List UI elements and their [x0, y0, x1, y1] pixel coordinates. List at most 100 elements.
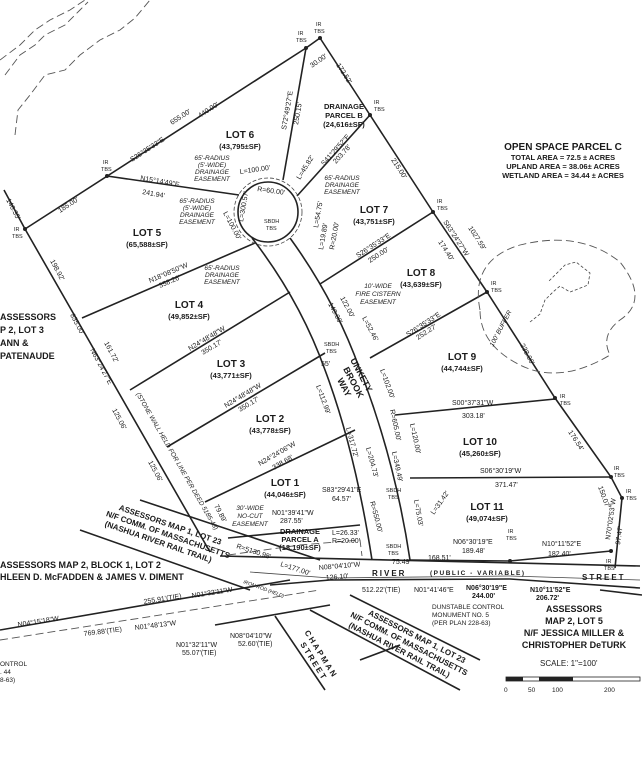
svg-text:S00°37'31"W: S00°37'31"W: [452, 399, 494, 407]
svg-text:200: 200: [604, 687, 615, 694]
svg-text:L=317.72': L=317.72': [344, 427, 359, 458]
svg-text:SCALE: 1"=100': SCALE: 1"=100': [540, 659, 598, 668]
svg-text:R=60.00': R=60.00': [257, 186, 286, 197]
lot-8: LOT 8(43,639±SF): [400, 268, 442, 289]
svg-text:287.55': 287.55': [280, 518, 303, 525]
svg-text:DRAINAGE: DRAINAGE: [180, 212, 215, 219]
svg-text:LOT 9: LOT 9: [448, 352, 477, 363]
svg-text:172.52': 172.52': [334, 62, 352, 85]
svg-text:L=19.89': L=19.89': [318, 223, 330, 251]
svg-text:1027.59': 1027.59': [466, 225, 486, 251]
svg-text:N01°32'11"W: N01°32'11"W: [191, 586, 233, 600]
svg-text:RIVER: RIVER: [372, 569, 406, 578]
svg-text:LOT 8: LOT 8: [407, 268, 436, 279]
svg-text:65'-RADIUS: 65'-RADIUS: [324, 175, 360, 182]
lot-lines: [3, 37, 623, 569]
svg-text:52.60'(TIE): 52.60'(TIE): [238, 641, 272, 648]
svg-text:L=112.99': L=112.99': [314, 384, 331, 415]
wetland-buffer: [477, 239, 636, 374]
svg-text:HLEEN D. McFADDEN & JAMES V. D: HLEEN D. McFADDEN & JAMES V. DIMENT: [0, 572, 184, 582]
svg-text:303.18': 303.18': [462, 413, 485, 420]
wetland-flags: [529, 261, 591, 323]
svg-text:ASSESSORS MAP 2, BLOCK 1, LOT: ASSESSORS MAP 2, BLOCK 1, LOT 2: [0, 560, 161, 570]
svg-text:S83°29'41"E: S83°29'41"E: [322, 486, 362, 494]
abutter-southwest: ASSESSORS MAP 2, BLOCK 1, LOT 2 HLEEN D. …: [0, 560, 184, 582]
svg-text:TBS: TBS: [12, 234, 23, 240]
svg-text:N01°32'11"W: N01°32'11"W: [176, 641, 218, 649]
svg-text:EASEMENT: EASEMENT: [194, 176, 231, 183]
svg-text:SBDH: SBDH: [386, 488, 401, 494]
svg-text:N08°04'10"W: N08°04'10"W: [230, 632, 272, 640]
svg-text:238.06': 238.06': [518, 343, 535, 366]
svg-text:N10°11'52"E: N10°11'52"E: [530, 586, 571, 594]
svg-text:L=45.82': L=45.82': [296, 155, 316, 181]
svg-text:TBS: TBS: [437, 206, 448, 212]
svg-text:N08°04'10"W: N08°04'10"W: [318, 560, 361, 572]
open-space-parcel-c: OPEN SPACE PARCEL C TOTAL AREA = 72.5 ± …: [502, 142, 624, 180]
lot-5: LOT 5(65,588±SF): [126, 228, 168, 249]
svg-text:140.00': 140.00': [326, 302, 343, 325]
svg-text:DRAINAGE: DRAINAGE: [280, 527, 320, 536]
svg-text:150.07': 150.07': [596, 485, 610, 509]
svg-text:TBS: TBS: [560, 401, 571, 407]
svg-text:TBS: TBS: [388, 551, 399, 557]
svg-text:IR: IR: [14, 227, 20, 233]
svg-text:IR: IR: [508, 529, 514, 535]
svg-text:L=26.33': L=26.33': [332, 530, 359, 537]
svg-text:(43,751±SF): (43,751±SF): [353, 217, 395, 226]
svg-text:(65,588±SF): (65,588±SF): [126, 240, 168, 249]
svg-text:L=300.57': L=300.57': [238, 191, 250, 222]
svg-text:MONUMENT NO. 5: MONUMENT NO. 5: [432, 612, 489, 619]
svg-text:FIRE CISTERN: FIRE CISTERN: [355, 291, 400, 298]
svg-text:. 44: . 44: [0, 669, 11, 676]
svg-text:IR: IR: [437, 199, 443, 205]
svg-text:EASEMENT: EASEMENT: [232, 521, 269, 528]
svg-text:(44,046±SF): (44,046±SF): [264, 490, 306, 499]
svg-text:EASEMENT: EASEMENT: [179, 219, 216, 226]
svg-text:ONTROL: ONTROL: [0, 661, 27, 668]
svg-text:TBS: TBS: [506, 536, 517, 542]
svg-text:TBS: TBS: [101, 167, 112, 173]
svg-text:(24,616±SF): (24,616±SF): [323, 120, 365, 129]
svg-text:S26°35'33"E: S26°35'33"E: [129, 135, 167, 163]
svg-text:L=204.73': L=204.73': [364, 447, 379, 478]
svg-text:244.00': 244.00': [472, 593, 495, 600]
svg-text:MAP 2, LOT 5: MAP 2, LOT 5: [545, 616, 603, 626]
svg-text:TBS: TBS: [326, 349, 337, 355]
svg-text:N04°15'18"W: N04°15'18"W: [17, 614, 60, 628]
svg-text:LOT 2: LOT 2: [256, 414, 285, 425]
iron-rod-markers: [23, 36, 624, 563]
svg-text:371.47': 371.47': [495, 482, 518, 489]
svg-text:182.40': 182.40': [548, 551, 571, 558]
svg-text:(45,260±SF): (45,260±SF): [459, 449, 501, 458]
svg-text:DRAINAGE: DRAINAGE: [324, 102, 364, 111]
svg-text:ASSESSORS: ASSESSORS: [546, 604, 602, 614]
svg-text:(44,744±SF): (44,744±SF): [441, 364, 483, 373]
svg-text:DRAINAGE: DRAINAGE: [205, 272, 240, 279]
lot-3: LOT 3(43,771±SF): [210, 359, 252, 380]
wetland-flag-line: [4, 1, 89, 76]
svg-text:30'-WIDE: 30'-WIDE: [236, 505, 264, 512]
road-west-edge: [251, 237, 373, 561]
svg-text:LOT 1: LOT 1: [271, 478, 300, 489]
svg-text:TBS: TBS: [491, 288, 502, 294]
svg-text:(49,074±SF): (49,074±SF): [466, 514, 508, 523]
svg-text:125.06': 125.06': [146, 460, 163, 483]
svg-text:IR: IR: [614, 466, 620, 472]
svg-text:10'-WIDE: 10'-WIDE: [364, 283, 392, 290]
svg-text:NO-CUT: NO-CUT: [237, 513, 263, 520]
svg-text:30.00': 30.00': [309, 53, 328, 70]
lot-9: LOT 9(44,744±SF): [441, 352, 483, 373]
svg-text:206.72': 206.72': [536, 595, 559, 602]
svg-text:146.35': 146.35': [4, 198, 21, 221]
svg-text:(5'-WIDE): (5'-WIDE): [198, 162, 226, 169]
svg-text:TBS: TBS: [296, 38, 307, 44]
svg-text:64.57': 64.57': [332, 496, 351, 503]
svg-text:L=120.00': L=120.00': [408, 423, 421, 455]
lot-7: LOT 7(43,751±SF): [353, 205, 395, 226]
svg-text:DUNSTABLE CONTROL: DUNSTABLE CONTROL: [432, 604, 504, 611]
svg-text:L=349.49': L=349.49': [390, 451, 403, 483]
